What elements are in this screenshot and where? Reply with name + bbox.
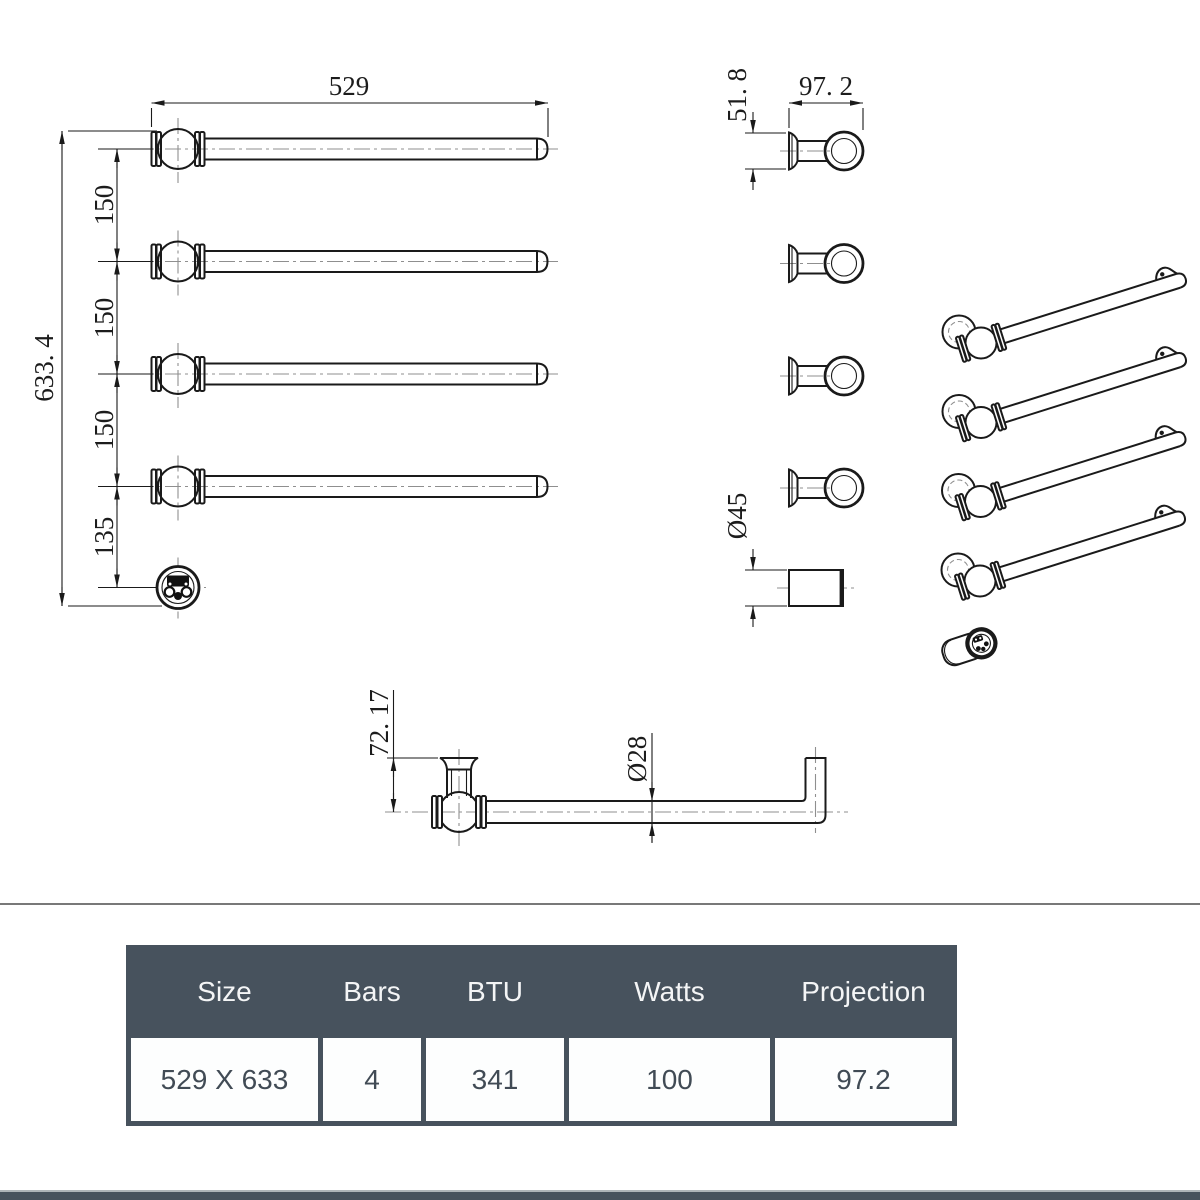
spec-data-row: 529 X 633 4 341 100 97.2 [131,1038,952,1121]
data-cell-projection: 97.2 [775,1038,952,1121]
top-view: 72. 17 Ø28 [364,689,848,847]
bottom-edge-line [0,1190,1200,1192]
element-perspective [941,627,998,667]
dim-spacing2-label: 150 [89,298,119,339]
dim-element-diameter-label: Ø45 [722,493,752,540]
data-cell-size: 529 X 633 [131,1038,318,1121]
separator-line [0,903,1200,905]
front-view: 529 633. 4 150 150 150 135 [29,71,559,620]
dim-spacing3-label: 150 [89,410,119,451]
dim-bottom-spacing-label: 135 [89,517,119,558]
header-cell-bars: Bars [323,950,421,1033]
dim-spacing1-label: 150 [89,185,119,226]
spec-table: Size Bars BTU Watts Projection 529 X 633… [126,945,957,1126]
dim-width-label: 529 [329,71,370,101]
data-cell-btu: 341 [426,1038,564,1121]
dim-projection-label: 97. 2 [799,71,853,101]
perspective-view [940,261,1191,667]
data-cell-bars: 4 [323,1038,421,1121]
dim-topview-height-label: 72. 17 [364,689,394,757]
header-cell-btu: BTU [426,950,564,1033]
header-cell-size: Size [131,950,318,1033]
data-cell-watts: 100 [569,1038,770,1121]
spec-header-row: Size Bars BTU Watts Projection [131,950,952,1033]
dim-height-label: 633. 4 [29,334,59,402]
dim-tube-diameter-label: Ø28 [622,736,652,783]
technical-drawing: 529 633. 4 150 150 150 135 [29,68,1191,847]
bottom-strip [0,1192,1200,1200]
header-cell-projection: Projection [775,950,952,1033]
dim-bracket-height-label: 51. 8 [722,68,752,122]
header-cell-watts: Watts [569,950,770,1033]
side-view: 97. 2 51. 8 Ø45 [722,68,865,627]
